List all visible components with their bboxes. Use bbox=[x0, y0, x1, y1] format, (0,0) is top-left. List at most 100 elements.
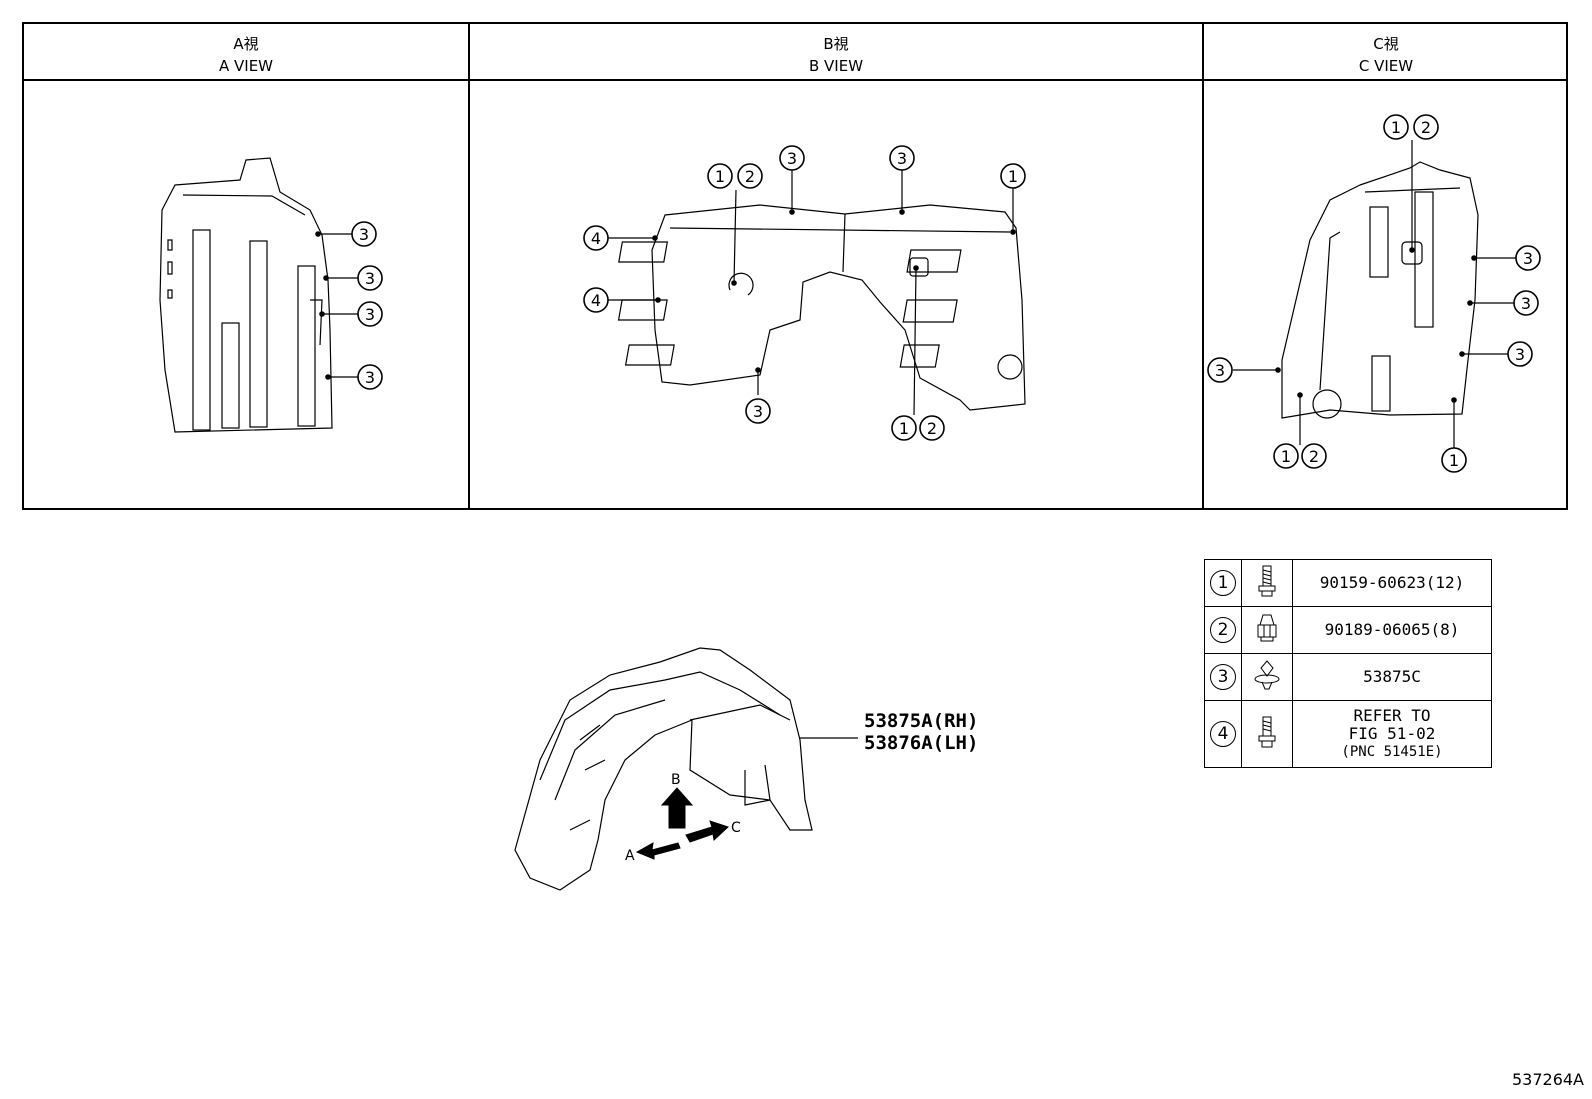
legend-row: 2 90189-06065(8) bbox=[1204, 606, 1492, 654]
views-frame: A視 A VIEW B視 B VIEW C視 C VIEW bbox=[22, 22, 1568, 510]
legend-row: 3 53875C bbox=[1204, 653, 1492, 701]
view-a-header: A視 A VIEW bbox=[24, 24, 468, 81]
callout-number: 2 bbox=[1309, 447, 1319, 466]
view-a-leaders bbox=[315, 231, 358, 380]
direction-arrows bbox=[635, 787, 729, 860]
callout-bubble-3: 3 bbox=[889, 145, 915, 171]
callout-bubble-1: 1 bbox=[707, 163, 733, 189]
view-a-title-jp: A視 bbox=[233, 35, 259, 53]
callout-number: 1 bbox=[1449, 451, 1459, 470]
callout-number: 3 bbox=[365, 269, 375, 288]
callout-bubble-1: 1 bbox=[1441, 447, 1467, 473]
view-a-panel: A視 A VIEW bbox=[24, 24, 468, 508]
view-b-leaders bbox=[608, 170, 1016, 416]
callout-number: 3 bbox=[359, 225, 369, 244]
main-part-callout: 53875A(RH) 53876A(LH) bbox=[864, 710, 978, 754]
screw-icon bbox=[1241, 700, 1293, 768]
legend-num-cell: 2 bbox=[1204, 606, 1242, 654]
view-c-title-jp: C視 bbox=[1373, 35, 1399, 53]
callout-bubble-3: 3 bbox=[745, 398, 771, 424]
callout-bubble-2: 2 bbox=[1301, 443, 1327, 469]
callout-number: 4 bbox=[591, 229, 601, 248]
callout-number: 2 bbox=[927, 419, 937, 438]
callout-number: 1 bbox=[899, 419, 909, 438]
callout-bubble-2: 2 bbox=[919, 415, 945, 441]
view-b-liner-drawing bbox=[617, 204, 1026, 411]
callout-bubble-3: 3 bbox=[351, 221, 377, 247]
clip-icon bbox=[1241, 653, 1293, 701]
callout-number: 3 bbox=[365, 368, 375, 387]
view-c-liner-drawing bbox=[1281, 161, 1479, 419]
legend-num-cell: 4 bbox=[1204, 700, 1242, 768]
part-number-lh: 53876A(LH) bbox=[864, 732, 979, 754]
callout-bubble-4: 4 bbox=[583, 225, 609, 251]
view-a-title-en: A VIEW bbox=[218, 57, 274, 75]
callout-number: 3 bbox=[1215, 361, 1225, 380]
callout-number: 4 bbox=[591, 291, 601, 310]
legend-part-number: 90159-60623(12) bbox=[1292, 559, 1492, 607]
callout-number: 3 bbox=[1521, 294, 1531, 313]
legend-ref-line: FIG 51-02 bbox=[1348, 724, 1436, 743]
legend-num-cell: 1 bbox=[1204, 559, 1242, 607]
view-a-liner-drawing bbox=[159, 157, 333, 433]
direction-label-b: B bbox=[671, 772, 681, 788]
callout-number: 2 bbox=[745, 167, 755, 186]
legend-callout-2: 2 bbox=[1210, 617, 1236, 643]
legend-callout-3: 3 bbox=[1210, 664, 1236, 690]
callout-bubble-3: 3 bbox=[1207, 357, 1233, 383]
callout-number: 3 bbox=[1523, 249, 1533, 268]
callout-bubble-4: 4 bbox=[583, 287, 609, 313]
legend-callout-1: 1 bbox=[1210, 570, 1236, 596]
direction-label-a: A bbox=[625, 848, 635, 864]
callout-bubble-1: 1 bbox=[891, 415, 917, 441]
callout-bubble-3: 3 bbox=[357, 364, 383, 390]
view-c-header: C視 C VIEW bbox=[1204, 24, 1568, 81]
bolt-icon bbox=[1241, 559, 1293, 607]
callout-bubble-3: 3 bbox=[357, 265, 383, 291]
callout-bubble-3: 3 bbox=[1513, 290, 1539, 316]
legend-ref-line: REFER TO bbox=[1353, 706, 1431, 725]
callout-bubble-1: 1 bbox=[1383, 114, 1409, 140]
legend-num-cell: 3 bbox=[1204, 653, 1242, 701]
callout-number: 1 bbox=[1008, 167, 1018, 186]
legend-part-number: 53875C bbox=[1292, 653, 1492, 701]
callout-number: 1 bbox=[1281, 447, 1291, 466]
callout-number: 1 bbox=[1391, 118, 1401, 137]
callout-number: 3 bbox=[1515, 345, 1525, 364]
fender-liner-drawing bbox=[514, 647, 813, 891]
callout-number: 3 bbox=[365, 305, 375, 324]
fastener-legend-table: 1 90159-60623(12) 2 90189-06065(8) 3 538… bbox=[1204, 559, 1492, 768]
callout-bubble-3: 3 bbox=[1507, 341, 1533, 367]
callout-bubble-2: 2 bbox=[737, 163, 763, 189]
legend-part-number: 90189-06065(8) bbox=[1292, 606, 1492, 654]
callout-number: 3 bbox=[753, 402, 763, 421]
callout-number: 3 bbox=[897, 149, 907, 168]
callout-bubble-1: 1 bbox=[1273, 443, 1299, 469]
callout-number: 3 bbox=[787, 149, 797, 168]
direction-label-c: C bbox=[731, 820, 741, 836]
callout-number: 1 bbox=[715, 167, 725, 186]
view-c-title-en: C VIEW bbox=[1358, 57, 1414, 75]
callout-bubble-3: 3 bbox=[779, 145, 805, 171]
view-c-leaders bbox=[1233, 140, 1516, 448]
legend-ref-line: (PNC 51451E) bbox=[1341, 744, 1443, 760]
legend-reference-cell: REFER TO FIG 51-02 (PNC 51451E) bbox=[1292, 700, 1492, 768]
view-c-panel: C視 C VIEW bbox=[1202, 24, 1568, 508]
nut-icon bbox=[1241, 606, 1293, 654]
callout-bubble-2: 2 bbox=[1413, 114, 1439, 140]
view-b-title-jp: B視 bbox=[823, 35, 849, 53]
callout-number: 2 bbox=[1421, 118, 1431, 137]
view-b-panel: B視 B VIEW bbox=[468, 24, 1202, 508]
callout-bubble-1: 1 bbox=[1000, 163, 1026, 189]
view-b-header: B視 B VIEW bbox=[470, 24, 1202, 81]
callout-bubble-3: 3 bbox=[1515, 245, 1541, 271]
view-b-title-en: B VIEW bbox=[808, 57, 864, 75]
legend-callout-4: 4 bbox=[1210, 721, 1236, 747]
part-number-rh: 53875A(RH) bbox=[864, 710, 979, 732]
legend-row: 4 REFER TO FIG 51-02 (PNC 51451E) bbox=[1204, 700, 1492, 768]
callout-bubble-3: 3 bbox=[357, 301, 383, 327]
figure-code: 537264A bbox=[1511, 1070, 1584, 1089]
legend-row: 1 90159-60623(12) bbox=[1204, 559, 1492, 607]
